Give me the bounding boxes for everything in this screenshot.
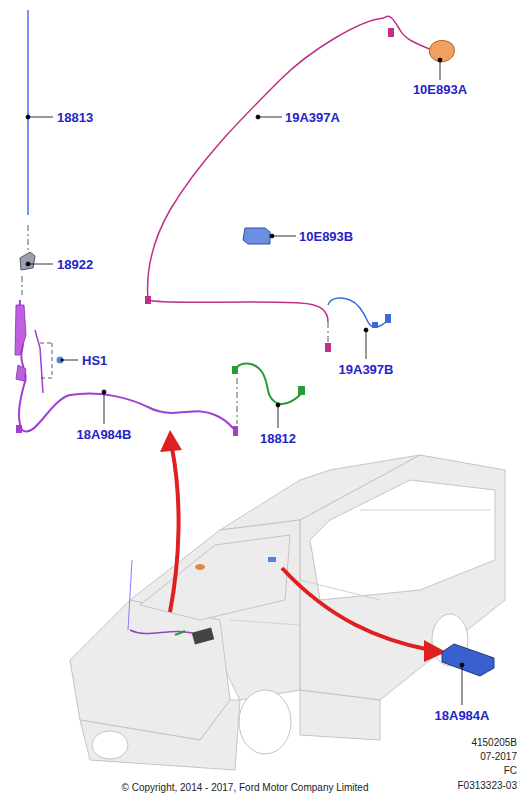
callout-number: HS1 [82,354,107,367]
callout-number: 18A984B [77,428,132,441]
note-text: 07-2017 [480,752,517,762]
callout-number: 10E893B [299,230,353,243]
callout-number: 18813 [57,111,93,124]
callout-number: 19A397B [339,363,394,376]
callout-number: 19A397A [285,111,340,124]
callout-number: 10E893A [413,83,467,96]
callout-number: 18922 [57,258,93,271]
note-text: 4150205B [471,738,517,748]
note-text: F0313323-03 [458,781,518,791]
callout-number: 18A984A [435,709,490,722]
note-text: FC [504,766,517,776]
callout-number: 18812 [260,432,296,445]
note-text: © Copyright, 2014 - 2017, Ford Motor Com… [122,783,369,793]
